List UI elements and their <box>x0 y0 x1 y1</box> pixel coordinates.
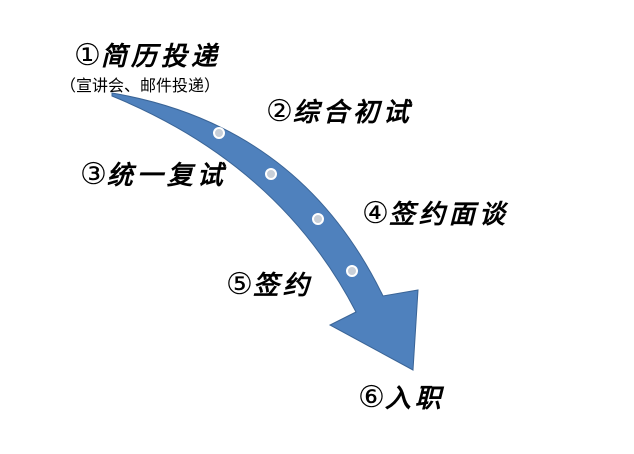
step-3: ③统一复试 <box>80 155 227 192</box>
arrow-dot <box>312 213 324 225</box>
curved-arrow-shape <box>111 92 419 371</box>
step-label: 签约 <box>252 271 313 301</box>
step-number: ④ <box>362 196 389 231</box>
arrow-dot <box>213 127 225 139</box>
step-4: ④签约面谈 <box>362 194 509 231</box>
step-label: 入职 <box>384 384 445 414</box>
step-number: ⑤ <box>226 267 253 302</box>
step-number: ③ <box>80 157 107 192</box>
step-label: 签约面谈 <box>388 200 509 230</box>
step-label: 统一复试 <box>106 161 227 191</box>
arrow-dot <box>265 168 277 180</box>
step-number: ⑥ <box>358 380 385 415</box>
step-1: ①简历投递 <box>74 36 221 73</box>
step-number: ② <box>266 94 293 129</box>
step-1-note: （宣讲会、邮件投递） <box>60 76 221 95</box>
step-2: ②综合初试 <box>266 92 413 129</box>
step-label: 综合初试 <box>292 98 413 128</box>
step-5: ⑤签约 <box>226 265 313 302</box>
step-label: 简历投递 <box>100 42 221 72</box>
arrow-dot <box>346 265 358 277</box>
step-number: ① <box>74 38 101 73</box>
step-6: ⑥入职 <box>358 378 445 415</box>
